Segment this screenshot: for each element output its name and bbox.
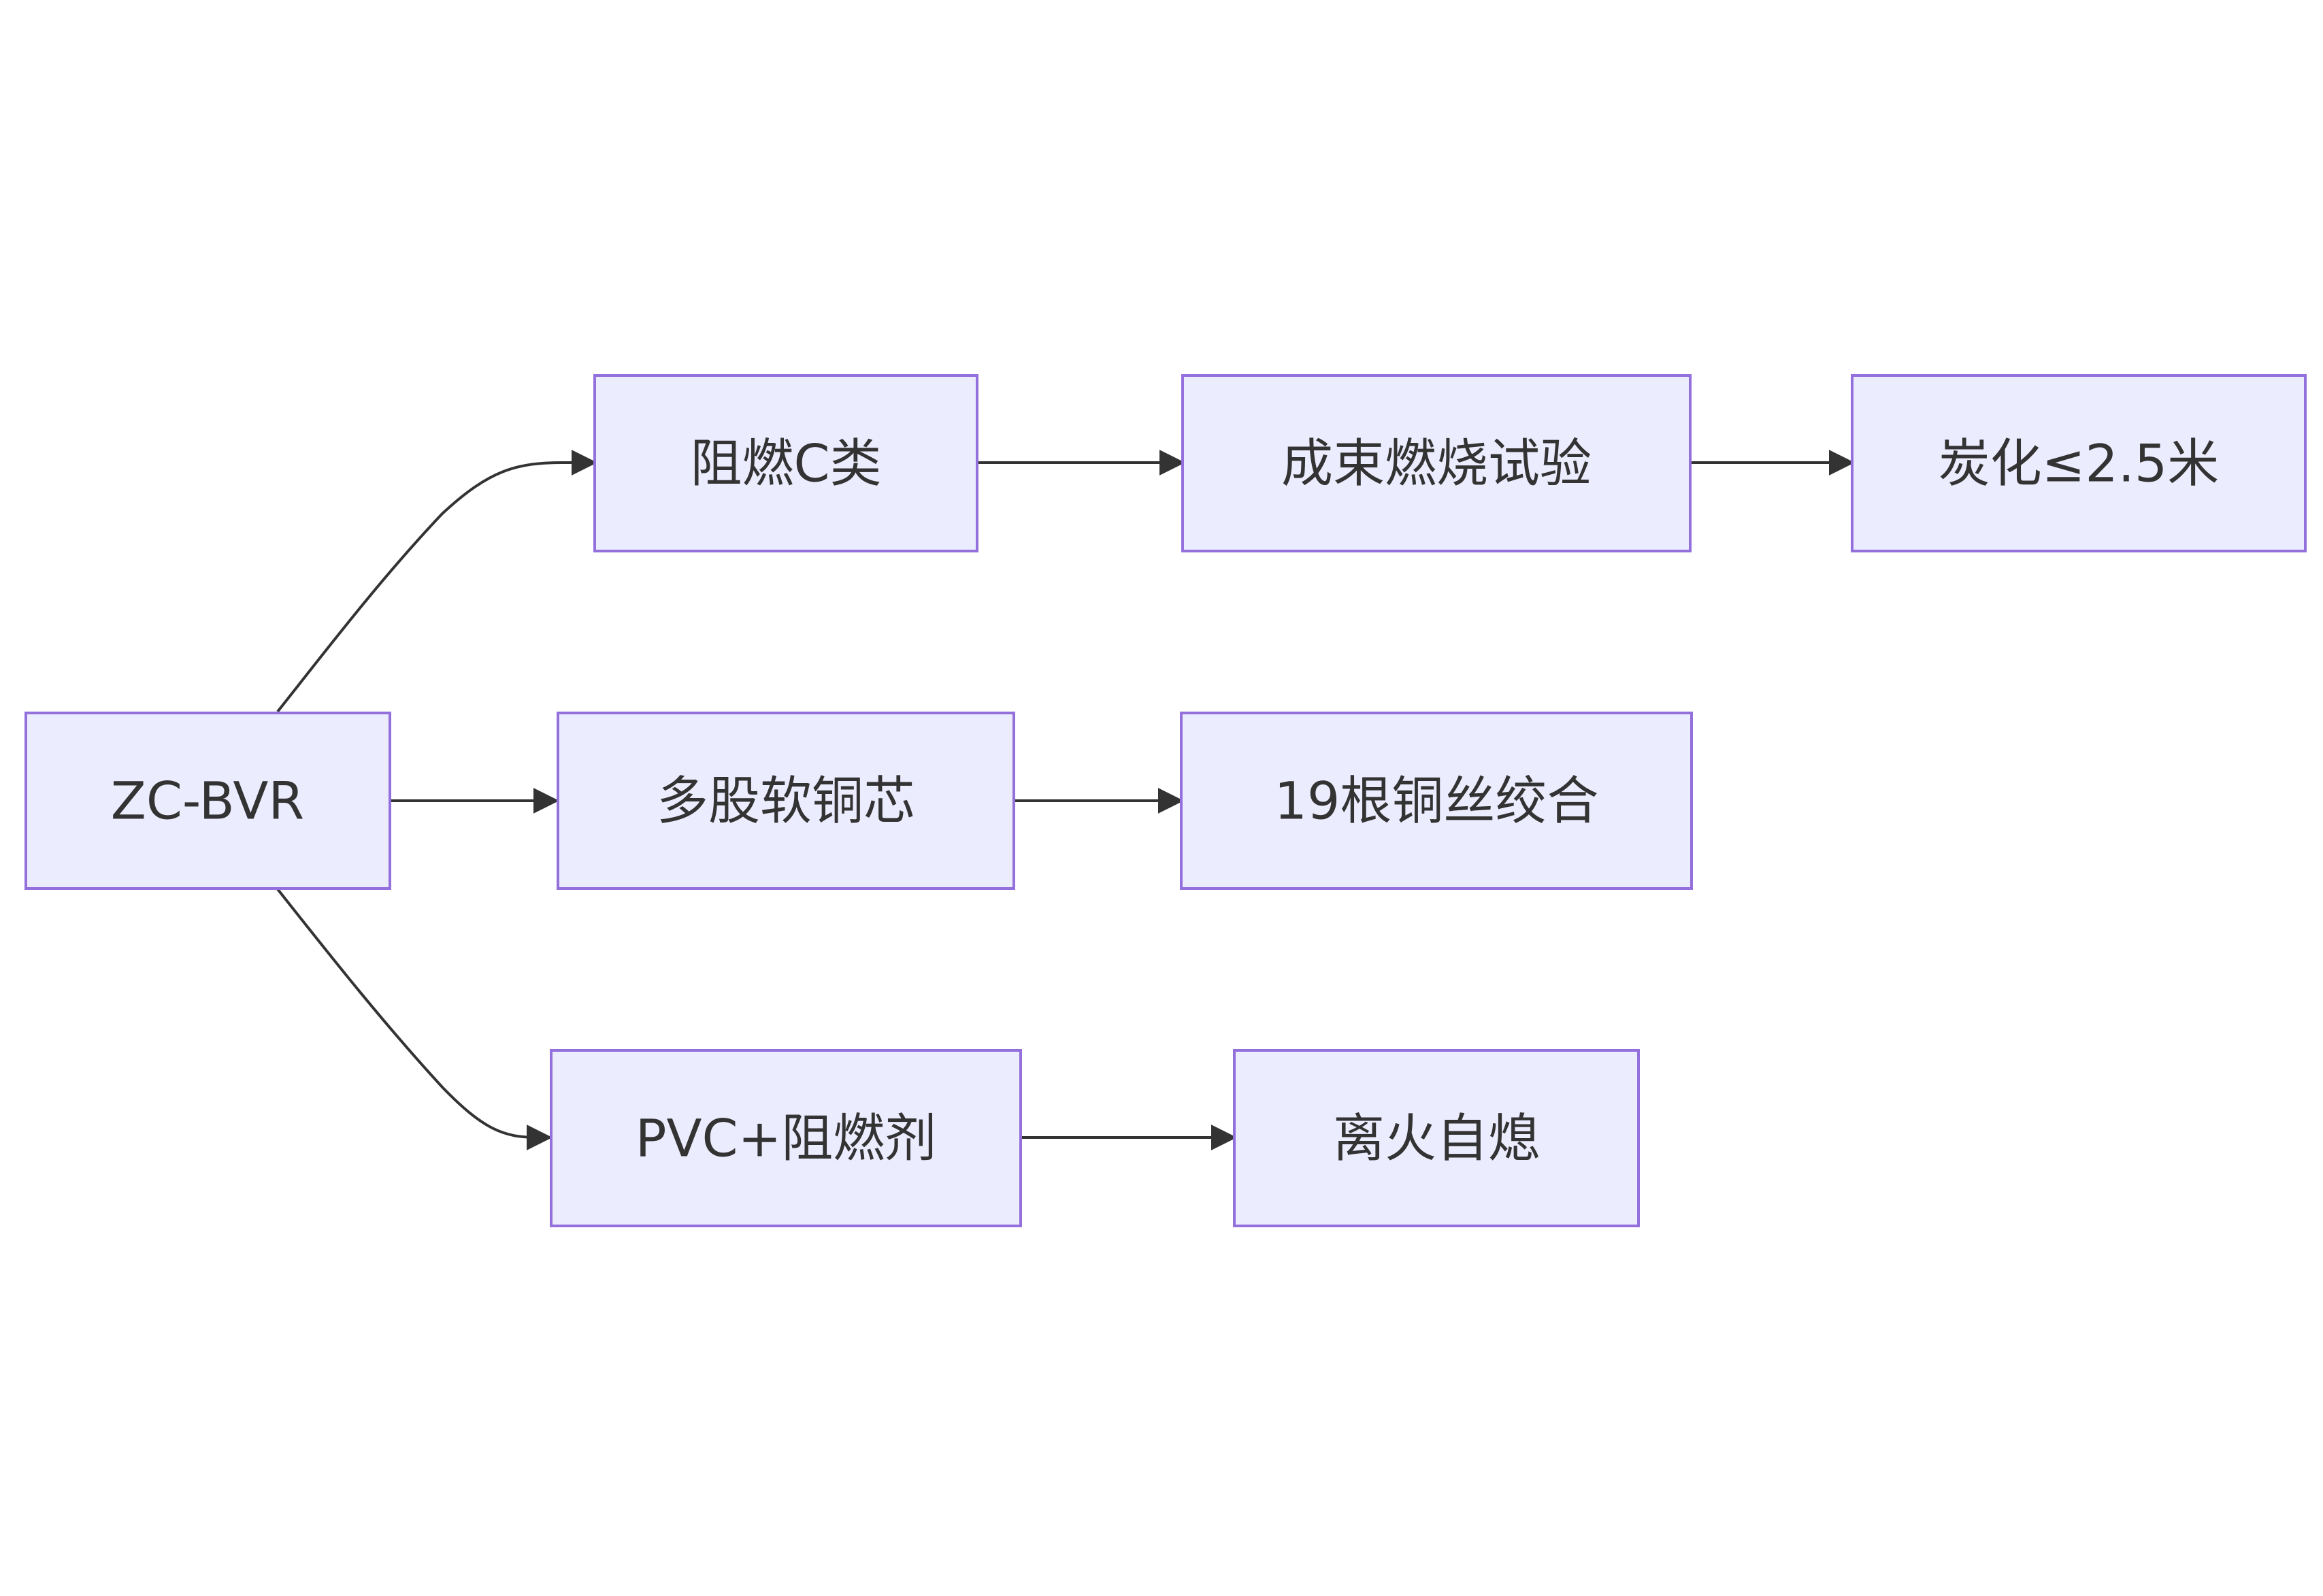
node-char-limit: 炭化≤2.5米 [1851,374,2307,552]
node-bundle-test: 成束燃烧试验 [1181,374,1692,552]
node-insulation-box [550,1049,1022,1227]
node-insulation-label: PVC+阻燃剂 [636,1108,937,1169]
node-flame-class-box [593,374,978,552]
node-bundle-test-box [1181,374,1692,552]
edges [276,450,1855,1150]
node-root: ZC-BVR [24,712,391,890]
node-insulation: PVC+阻燃剂 [550,1049,1022,1227]
node-strands-label: 19根铜丝绞合 [1274,771,1599,831]
node-conductor: 多股软铜芯 [557,712,1015,890]
edge-root-to-insulation [276,888,553,1150]
node-char-limit-label: 炭化≤2.5米 [1939,433,2220,494]
node-conductor-box [557,712,1015,890]
node-strands-box [1180,712,1693,890]
node-self-extinguish-label: 离火自熄 [1333,1108,1540,1169]
node-root-label: ZC-BVR [111,771,304,831]
node-strands: 19根铜丝绞合 [1180,712,1693,890]
node-conductor-label: 多股软铜芯 [657,771,915,831]
node-bundle-test-label: 成束燃烧试验 [1281,433,1592,494]
node-flame-class: 阻燃C类 [593,374,978,552]
node-self-extinguish-box [1233,1049,1640,1227]
node-char-limit-box [1851,374,2307,552]
node-flame-class-label: 阻燃C类 [690,433,881,494]
node-self-extinguish: 离火自熄 [1233,1049,1640,1227]
nodes: ZC-BVR 阻燃C类 成束燃烧试验 炭化≤2.5米 多股软铜芯 19根铜丝绞合… [24,374,2307,1227]
edge-root-to-flame-class [276,450,597,713]
node-root-box [24,712,391,890]
